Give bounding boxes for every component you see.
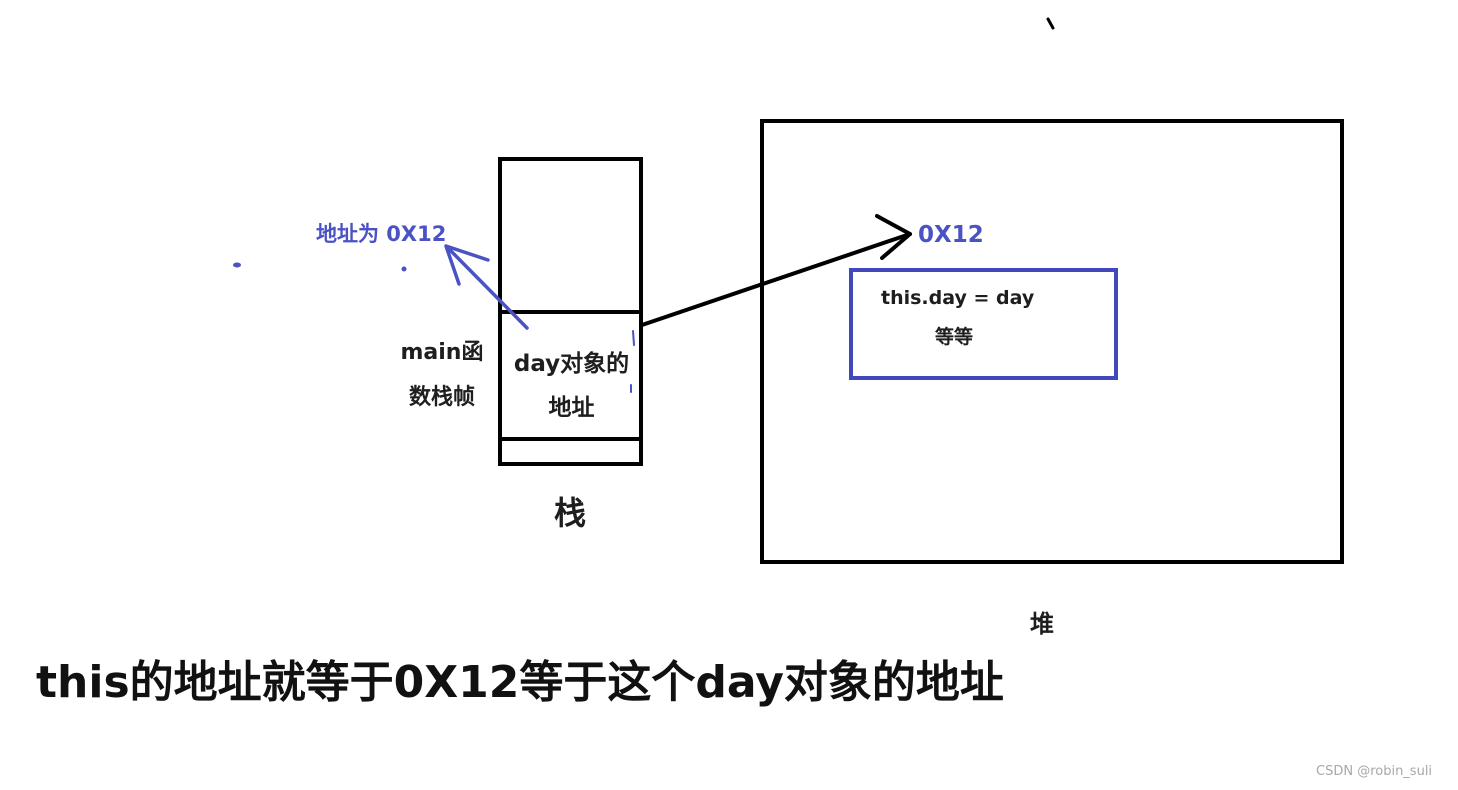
day-object-box xyxy=(849,268,1118,380)
ink-dot xyxy=(233,262,241,268)
day-address-cell: day对象的 地址 xyxy=(503,342,640,430)
heap-address: 0X12 xyxy=(918,222,984,248)
address-arrowhead xyxy=(444,244,490,286)
code-line: this.day = day xyxy=(881,287,1035,309)
heap-label: 堆 xyxy=(1030,610,1054,638)
ink-mark xyxy=(632,330,635,346)
watermark: CSDN @robin_suli xyxy=(1316,764,1433,779)
stack-frame-label: main函 数栈帧 xyxy=(388,330,496,420)
address-arrow xyxy=(446,246,529,330)
day-address-line: 地址 xyxy=(548,395,595,421)
stack-frame-label-line: 数栈帧 xyxy=(408,385,475,410)
stack-label: 栈 xyxy=(553,494,586,532)
address-note: 地址为 0X12 xyxy=(316,222,447,246)
ink-dot xyxy=(401,266,407,272)
pointer-arrowhead xyxy=(875,214,912,260)
caption: this的地址就等于0X12等于这个day对象的地址 xyxy=(36,657,1004,708)
heap-box xyxy=(760,119,1344,564)
code-line: 等等 xyxy=(935,326,974,348)
ink-mark xyxy=(1046,17,1055,30)
pointer-arrow-to-heap xyxy=(640,232,912,327)
day-address-line: day对象的 xyxy=(513,351,630,377)
stack-frame-label-line: main函 xyxy=(400,340,484,365)
